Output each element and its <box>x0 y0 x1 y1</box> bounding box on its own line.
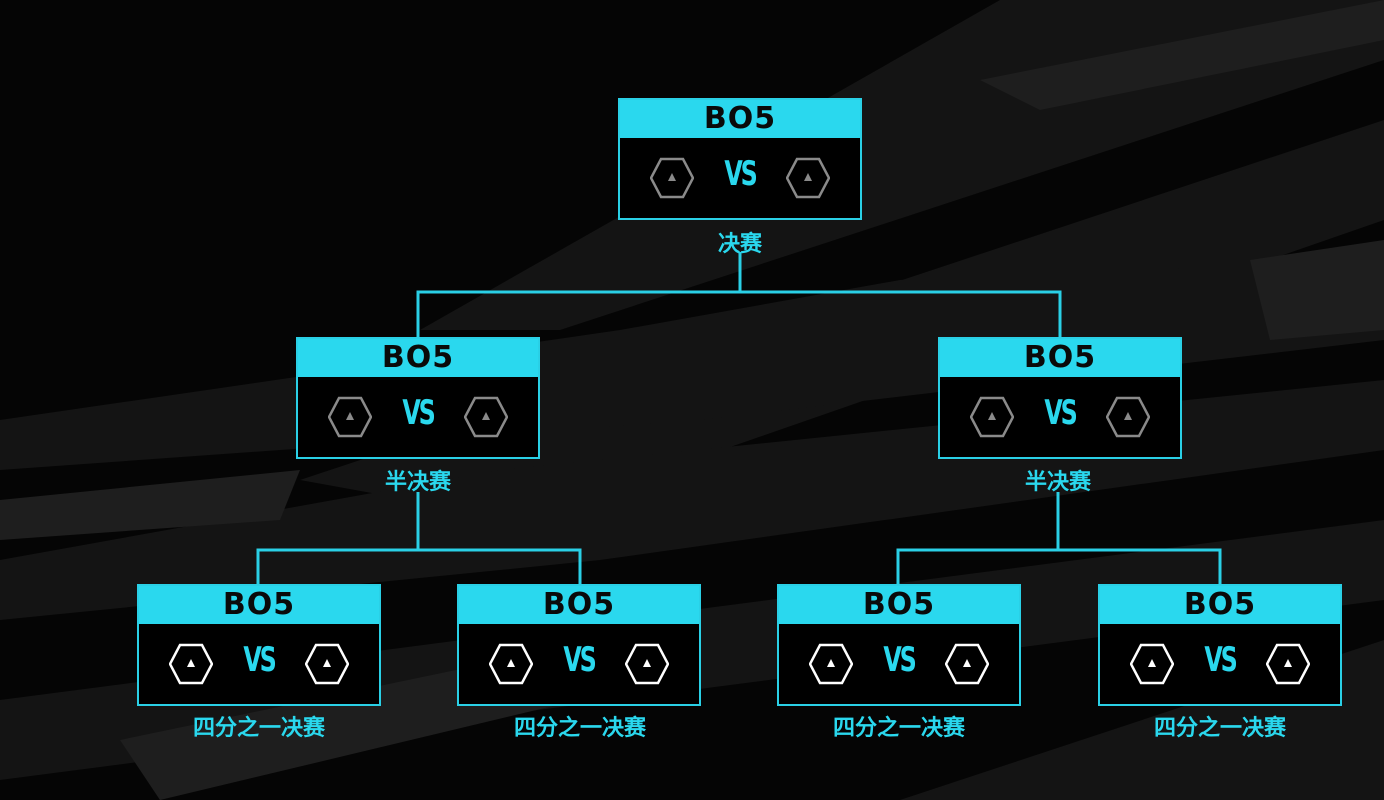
connector-semi-right <box>1058 548 1222 585</box>
hexagon-team-icon[interactable] <box>945 642 989 686</box>
hexagon-team-icon[interactable] <box>809 642 853 686</box>
vs-label: VS <box>1204 640 1237 680</box>
hexagon-team-icon[interactable] <box>305 642 349 686</box>
match-format-header: BO5 <box>940 339 1180 377</box>
hexagon-team-icon[interactable] <box>970 395 1014 439</box>
match-format-header: BO5 <box>459 586 699 624</box>
match-format-header: BO5 <box>779 586 1019 624</box>
hexagon-team-icon[interactable] <box>625 642 669 686</box>
quarterfinal-match-card[interactable]: BO5 VS <box>137 584 381 706</box>
hexagon-team-icon[interactable] <box>328 395 372 439</box>
stage-label-quarterfinal: 四分之一决赛 <box>513 716 646 741</box>
vs-label: VS <box>883 640 916 680</box>
stage-label-quarterfinal: 四分之一决赛 <box>1153 716 1286 741</box>
connector-semi-left <box>256 492 420 585</box>
semifinal-match-card[interactable]: BO5 VS <box>938 337 1182 459</box>
vs-label: VS <box>563 640 596 680</box>
stage-label-semifinal: 半决赛 <box>384 470 451 495</box>
connector-semi-left <box>418 548 582 585</box>
match-format-header: BO5 <box>1100 586 1340 624</box>
hexagon-team-icon[interactable] <box>1266 642 1310 686</box>
stage-label-quarterfinal: 四分之一决赛 <box>832 716 965 741</box>
hexagon-team-icon[interactable] <box>489 642 533 686</box>
vs-label: VS <box>243 640 276 680</box>
connector-final-semis <box>740 290 1062 338</box>
hexagon-team-icon[interactable] <box>1130 642 1174 686</box>
vs-label: VS <box>1044 393 1077 433</box>
quarterfinal-match-card[interactable]: BO5 VS <box>457 584 701 706</box>
hexagon-team-icon[interactable] <box>650 156 694 200</box>
hexagon-team-icon[interactable] <box>169 642 213 686</box>
hexagon-team-icon[interactable] <box>1106 395 1150 439</box>
match-format-header: BO5 <box>620 100 860 138</box>
stage-label-semifinal: 半决赛 <box>1024 470 1091 495</box>
quarterfinal-match-card[interactable]: BO5 VS <box>1098 584 1342 706</box>
semifinal-match-card[interactable]: BO5 VS <box>296 337 540 459</box>
vs-label: VS <box>402 393 435 433</box>
match-format-header: BO5 <box>298 339 538 377</box>
connector-final-semis <box>416 252 742 338</box>
stage-label-quarterfinal: 四分之一决赛 <box>192 716 325 741</box>
quarterfinal-match-card[interactable]: BO5 VS <box>777 584 1021 706</box>
final-match-card[interactable]: BO5 VS <box>618 98 862 220</box>
hexagon-team-icon[interactable] <box>464 395 508 439</box>
hexagon-team-icon[interactable] <box>786 156 830 200</box>
vs-label: VS <box>724 154 757 194</box>
connector-semi-right <box>896 492 1060 585</box>
stage-label-final: 决赛 <box>717 232 762 257</box>
match-format-header: BO5 <box>139 586 379 624</box>
